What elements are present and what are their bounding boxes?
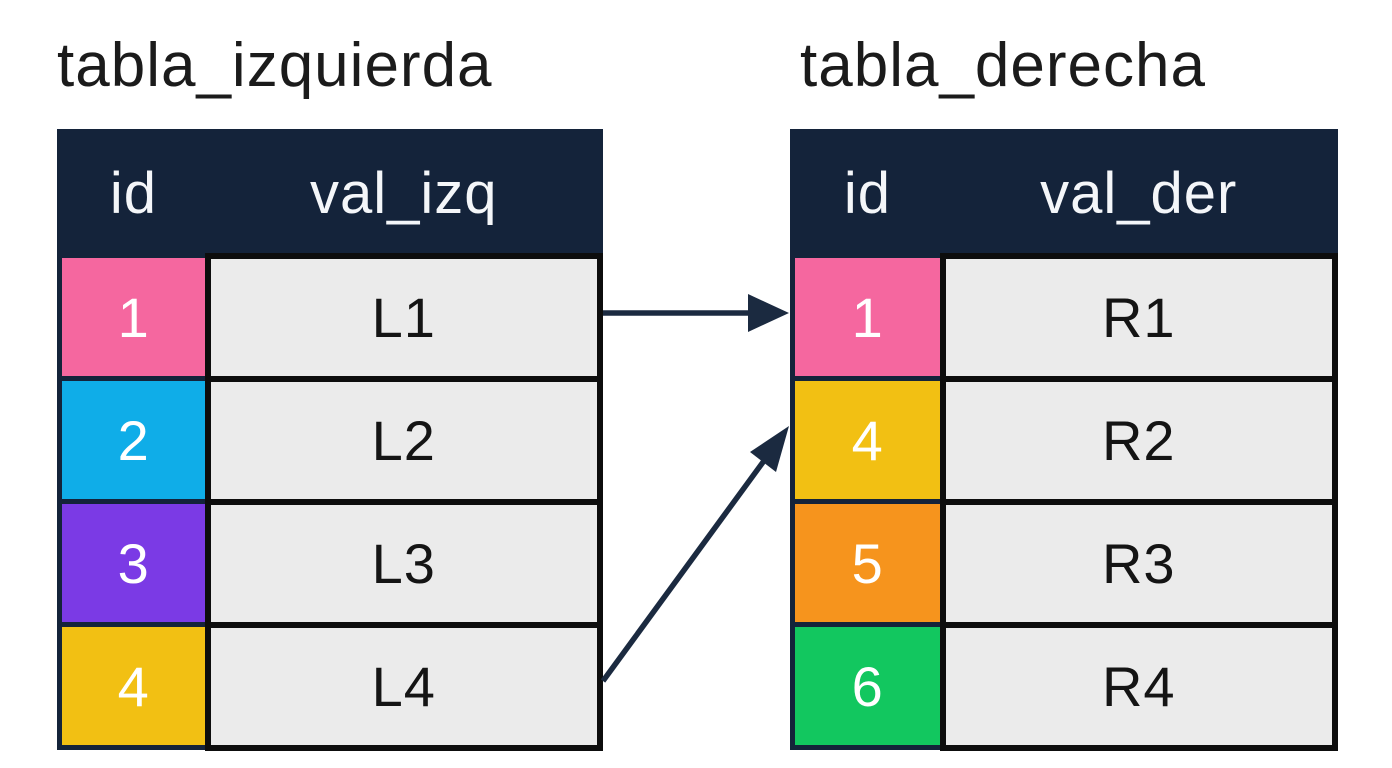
id-cell: 5: [790, 499, 945, 627]
value-cell: R2: [939, 375, 1338, 505]
join-arrow-1-to-1: [603, 294, 789, 332]
id-cell: 6: [790, 622, 945, 750]
right-table-title: tabla_derecha: [800, 31, 1206, 100]
id-cell: 2: [57, 376, 210, 504]
left-val-column-header: val_izq: [205, 129, 603, 258]
table-row: 1 L1: [57, 252, 603, 382]
id-cell: 1: [790, 253, 945, 381]
value-cell: R1: [939, 252, 1338, 382]
table-row: 1 R1: [790, 252, 1338, 382]
right-table-header-row: id val_der: [790, 129, 1338, 258]
left-table: id val_izq 1 L1 2 L2 3 L3 4 L4: [57, 129, 603, 751]
id-cell: 1: [57, 253, 210, 381]
id-cell: 4: [790, 376, 945, 504]
id-cell: 4: [57, 622, 210, 750]
table-row: 2 L2: [57, 375, 603, 505]
table-row: 5 R3: [790, 498, 1338, 628]
table-row: 4 R2: [790, 375, 1338, 505]
join-arrow-4-to-4: [600, 426, 789, 683]
right-table: id val_der 1 R1 4 R2 5 R3 6 R4: [790, 129, 1338, 751]
right-id-column-header: id: [790, 129, 945, 258]
value-cell: R3: [939, 498, 1338, 628]
value-cell: L3: [204, 498, 603, 628]
value-cell: L2: [204, 375, 603, 505]
left-table-title: tabla_izquierda: [57, 31, 493, 100]
table-row: 4 L4: [57, 621, 603, 751]
left-table-header-row: id val_izq: [57, 129, 603, 258]
value-cell: L4: [204, 621, 603, 751]
arrowhead-icon: [750, 426, 789, 472]
left-id-column-header: id: [57, 129, 210, 258]
table-row: 6 R4: [790, 621, 1338, 751]
value-cell: R4: [939, 621, 1338, 751]
arrowhead-icon: [748, 294, 789, 332]
table-row: 3 L3: [57, 498, 603, 628]
right-val-column-header: val_der: [940, 129, 1338, 258]
id-cell: 3: [57, 499, 210, 627]
value-cell: L1: [204, 252, 603, 382]
